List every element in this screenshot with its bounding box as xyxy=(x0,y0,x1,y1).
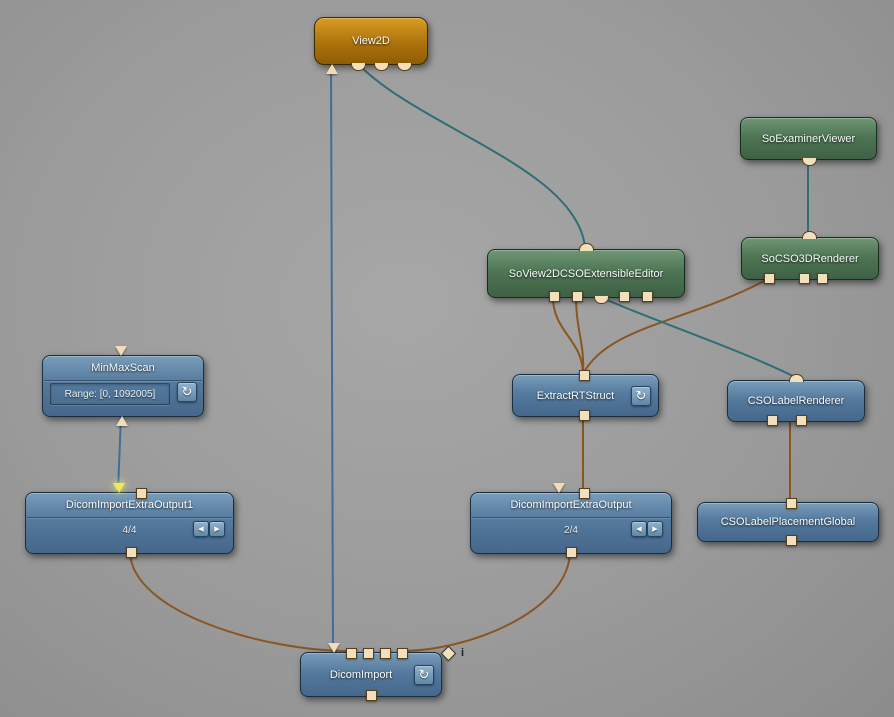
base-output-connector[interactable] xyxy=(363,648,374,659)
base-input-connector[interactable] xyxy=(817,273,828,284)
node-csolabelrenderer[interactable]: CSOLabelRenderer xyxy=(727,374,865,426)
base-input-connector[interactable] xyxy=(366,690,377,701)
prev-button[interactable]: ◀ xyxy=(193,521,209,537)
base-input-connector[interactable] xyxy=(764,273,775,284)
inventor-output-connector[interactable] xyxy=(802,231,817,239)
node-minmaxscan[interactable]: MinMaxScan Range: [0, 1092005] ↻ xyxy=(42,346,204,426)
node-title: CSOLabelRenderer xyxy=(747,395,845,407)
prev-button[interactable]: ◀ xyxy=(631,521,647,537)
node-divider xyxy=(27,517,232,518)
node-title: CSOLabelPlacementGlobal xyxy=(720,516,856,528)
base-input-connector[interactable] xyxy=(126,547,137,558)
base-input-connector[interactable] xyxy=(619,291,630,302)
refresh-button[interactable]: ↻ xyxy=(177,382,197,402)
image-output-connector-highlighted[interactable] xyxy=(113,483,125,493)
page-indicator: 2/4 xyxy=(564,525,578,536)
node-divider xyxy=(472,517,670,518)
inventor-output-connector[interactable] xyxy=(789,374,804,382)
edge-extraoutput1-to-minmaxscan[interactable] xyxy=(117,415,122,492)
node-dicomimportextraoutput[interactable]: DicomImportExtraOutput 2/4 ◀ ▶ xyxy=(470,483,672,558)
edge-dicomimport-to-extraoutput[interactable] xyxy=(400,552,571,652)
range-display: Range: [0, 1092005] xyxy=(50,383,170,405)
inventor-output-connector[interactable] xyxy=(579,243,594,251)
base-input-connector[interactable] xyxy=(642,291,653,302)
next-button[interactable]: ▶ xyxy=(209,521,225,537)
edge-dicomimport-to-extraoutput1[interactable] xyxy=(129,552,351,652)
image-input-connector[interactable] xyxy=(326,64,338,74)
base-output-connector[interactable] xyxy=(579,488,590,499)
base-input-connector[interactable] xyxy=(786,535,797,546)
base-input-connector[interactable] xyxy=(579,410,590,421)
base-input-connector[interactable] xyxy=(799,273,810,284)
base-output-connector[interactable] xyxy=(136,488,147,499)
image-output-connector[interactable] xyxy=(553,483,565,493)
edge-dicomimport-to-view2d[interactable] xyxy=(330,62,334,650)
refresh-button[interactable]: ↻ xyxy=(414,665,434,685)
node-soexaminerviewer[interactable]: SoExaminerViewer xyxy=(740,117,877,166)
edge-editor-to-view2d[interactable] xyxy=(356,62,586,248)
node-title: ExtractRTStruct xyxy=(536,389,615,402)
node-title: DicomImport xyxy=(329,668,393,681)
node-divider xyxy=(44,380,202,381)
image-input-connector[interactable] xyxy=(116,416,128,426)
node-title: View2D xyxy=(352,35,390,47)
base-output-connector[interactable] xyxy=(380,648,391,659)
node-csolabelplacementglobal[interactable]: CSOLabelPlacementGlobal xyxy=(697,498,879,546)
edge-extractrt-to-editor-a[interactable] xyxy=(552,296,584,375)
image-output-connector[interactable] xyxy=(328,643,340,653)
node-dicomimport[interactable]: DicomImport ↻ xyxy=(300,643,442,701)
base-input-connector[interactable] xyxy=(796,415,807,426)
page-indicator: 4/4 xyxy=(122,525,137,536)
base-output-connector[interactable] xyxy=(397,648,408,659)
node-title: SoExaminerViewer xyxy=(761,132,856,145)
image-output-connector[interactable] xyxy=(115,346,127,356)
node-title: DicomImportExtraOutput1 xyxy=(65,499,194,511)
node-title: SoCSO3DRenderer xyxy=(761,252,859,265)
node-soview2dcsoextensibleeditor[interactable]: SoView2DCSOExtensibleEditor xyxy=(487,243,685,304)
node-dicomimportextraoutput1[interactable]: DicomImportExtraOutput1 4/4 ◀ ▶ xyxy=(25,483,234,558)
edge-extractrt-to-editor-b[interactable] xyxy=(575,296,585,375)
edge-csolabelrenderer-to-editor[interactable] xyxy=(599,296,796,378)
base-input-connector[interactable] xyxy=(767,415,778,426)
refresh-button[interactable]: ↻ xyxy=(631,386,651,406)
base-output-connector[interactable] xyxy=(579,370,590,381)
base-output-connector[interactable] xyxy=(786,498,797,509)
base-input-connector[interactable] xyxy=(572,291,583,302)
status-marker-text: i xyxy=(461,647,465,659)
node-title: MinMaxScan xyxy=(91,362,155,374)
node-extractrtstruct[interactable]: ExtractRTStruct ↻ xyxy=(512,370,659,421)
node-title: SoView2DCSOExtensibleEditor xyxy=(508,267,664,280)
node-title: DicomImportExtraOutput xyxy=(510,499,632,511)
edge-extractrt-to-socso3d[interactable] xyxy=(582,278,769,375)
node-view2d[interactable]: View2D xyxy=(314,17,428,74)
base-output-connector[interactable] xyxy=(346,648,357,659)
base-input-connector[interactable] xyxy=(566,547,577,558)
next-button[interactable]: ▶ xyxy=(647,521,663,537)
node-socso3drenderer[interactable]: SoCSO3DRenderer xyxy=(741,231,879,284)
base-input-connector[interactable] xyxy=(549,291,560,302)
